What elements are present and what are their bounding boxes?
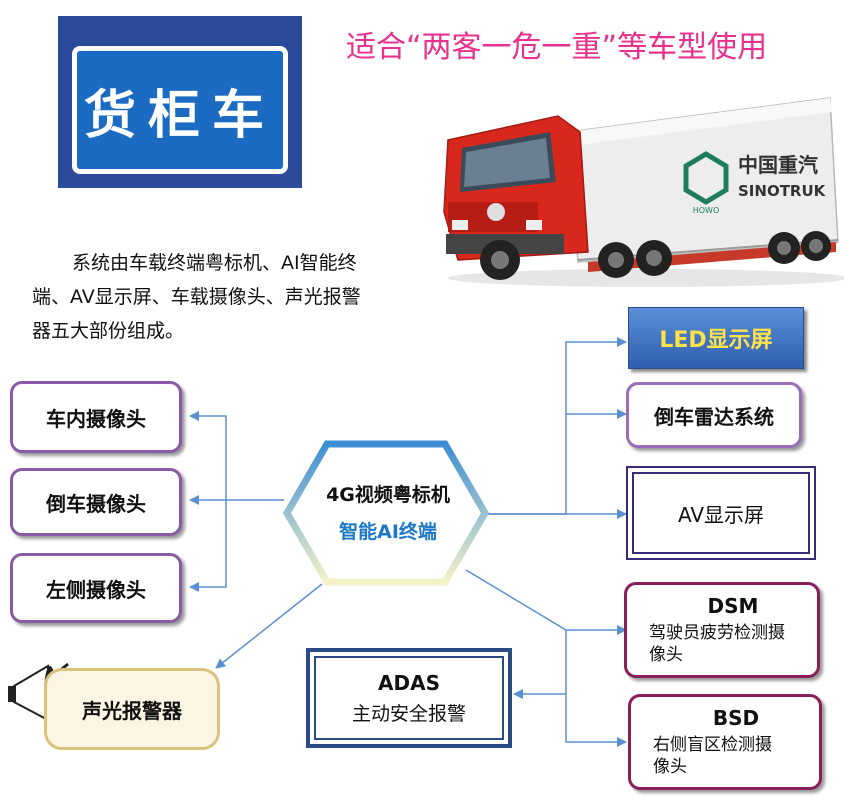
headline: 适合“两客一危一重”等车型使用 [346,30,768,65]
hub-subtitle: 智能AI终端 [339,521,437,543]
node-label: AV显示屏 [677,502,765,527]
dsm-subtitle: 驾驶员疲劳检测摄像头 [649,623,785,665]
node-label: 倒车雷达系统 [654,404,774,429]
node-alarm: 声光报警器 [44,668,220,750]
dsm-title: DSM [707,594,759,618]
hub-node: 4G视频粤标机 智能AI终端 [290,480,486,544]
title-sign-panel: 货柜车 [72,46,288,174]
title-sign-label: 货柜车 [83,85,276,146]
sinotruk-logo-icon [683,151,729,205]
node-label: 声光报警器 [82,698,182,723]
node-led-display: LED显示屏 [628,307,804,369]
node-label: LED显示屏 [659,328,773,353]
node-reverse-camera: 倒车摄像头 [10,468,182,536]
node-av-display: AV显示屏 [626,466,816,560]
bsd-subtitle: 右侧盲区检测摄像头 [653,735,772,777]
node-label: 倒车摄像头 [46,491,146,516]
node-reverse-radar: 倒车雷达系统 [626,382,802,448]
hub-hexagon [283,440,489,586]
node-label: 左侧摄像头 [46,577,146,602]
node-adas: ADAS 主动安全报警 [306,648,512,748]
title-sign: 货柜车 [58,16,302,188]
bsd-title: BSD [712,706,760,730]
hub-title: 4G视频粤标机 [326,484,450,506]
node-bsd: BSD 右侧盲区检测摄像头 [628,694,822,790]
truck-badge: HOWO [693,206,720,215]
truck-brand-en: SINOTRUK [738,182,827,200]
truck-image: HOWO 中国重汽 SINOTRUK [443,97,844,287]
node-label: 车内摄像头 [46,406,146,431]
adas-subtitle: 主动安全报警 [351,703,466,725]
truck-brand-cn: 中国重汽 [738,153,818,177]
intro-text: 系统由车载终端粤标机、AI智能终端、AV显示屏、车载摄像头、声光报警器五大部份组… [32,252,361,342]
node-dsm: DSM 驾驶员疲劳检测摄像头 [624,582,820,678]
adas-title: ADAS [378,671,440,695]
node-left-camera: 左侧摄像头 [10,553,182,623]
node-in-car-camera: 车内摄像头 [10,381,182,453]
